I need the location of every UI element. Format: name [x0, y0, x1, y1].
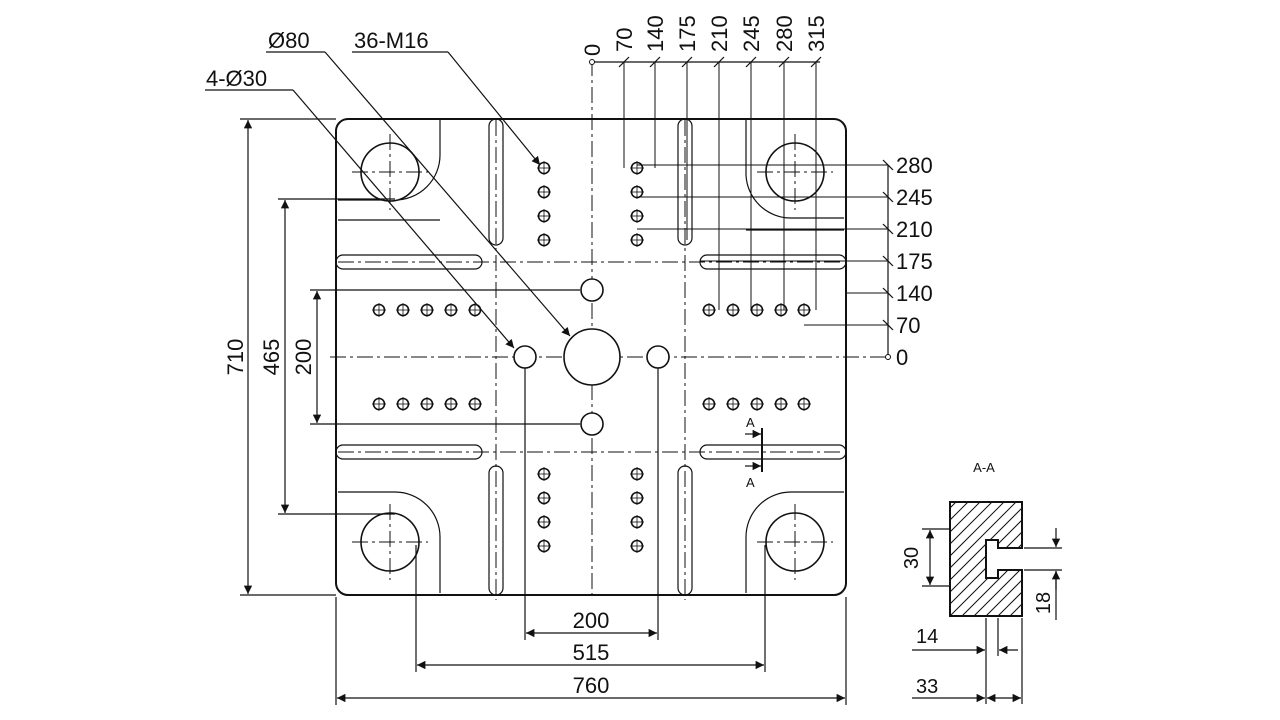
section-title: A-A — [973, 460, 995, 475]
threaded-hole — [396, 303, 410, 317]
threaded-hole — [537, 209, 551, 223]
section-dim-14: 14 — [916, 626, 938, 648]
right-coordinate-mark: 0 — [896, 345, 908, 370]
threaded-hole — [630, 491, 644, 505]
threaded-hole — [444, 303, 458, 317]
right-coordinate-mark: 245 — [637, 185, 933, 210]
threaded-hole — [468, 303, 482, 317]
right-coordinate-label: 175 — [896, 249, 933, 274]
right-coordinate-mark: 175 — [700, 249, 933, 274]
threaded-hole — [537, 491, 551, 505]
left-dimensions — [240, 118, 580, 596]
dim-710: 710 — [223, 339, 248, 376]
top-coordinate-mark: 140 — [643, 15, 668, 168]
threaded-hole — [750, 397, 764, 411]
labels: Ø80 36-M16 4-Ø30 710 465 200 200 515 760… — [206, 28, 1055, 698]
right-coordinate-label: 0 — [896, 345, 908, 370]
top-coordinate-label: 70 — [612, 28, 637, 52]
top-coordinate-mark: 245 — [739, 15, 764, 310]
threaded-hole — [702, 397, 716, 411]
dim-760: 760 — [573, 673, 610, 698]
top-coordinate-mark: 70 — [612, 28, 637, 168]
section-detail — [912, 501, 1062, 704]
dim-200-left: 200 — [291, 339, 316, 376]
threaded-hole — [774, 303, 788, 317]
right-coordinate-label: 70 — [896, 313, 920, 338]
threaded-hole — [537, 233, 551, 247]
threaded-hole — [630, 539, 644, 553]
dim-465: 465 — [259, 339, 284, 376]
threaded-hole — [396, 397, 410, 411]
threaded-hole — [468, 397, 482, 411]
section-dim-33: 33 — [916, 676, 938, 698]
threaded-hole — [726, 303, 740, 317]
threaded-holes — [372, 161, 811, 553]
threaded-hole — [797, 397, 811, 411]
dim-515: 515 — [573, 640, 610, 665]
section-marker-top: A — [746, 415, 755, 430]
thread-label: 36-M16 — [354, 28, 429, 53]
top-coordinate-label: 245 — [739, 15, 764, 52]
top-coordinate-mark: 175 — [675, 15, 700, 240]
threaded-hole — [630, 209, 644, 223]
threaded-hole — [726, 397, 740, 411]
section-marker-bottom: A — [746, 475, 755, 490]
threaded-hole — [444, 397, 458, 411]
threaded-hole — [630, 233, 644, 247]
threaded-hole — [420, 397, 434, 411]
bottom-dimensions — [335, 368, 847, 705]
threaded-hole — [537, 161, 551, 175]
central-holes — [513, 278, 670, 436]
top-coordinate-label: 210 — [707, 15, 732, 52]
threaded-hole — [630, 467, 644, 481]
section-dim-18: 18 — [1033, 592, 1055, 614]
threaded-hole — [797, 303, 811, 317]
threaded-hole — [630, 161, 644, 175]
threaded-hole — [537, 515, 551, 529]
top-coordinate-label: 140 — [643, 15, 668, 52]
tie-bar-label: 4-Ø30 — [206, 66, 267, 91]
top-coordinate-label: 0 — [580, 44, 605, 56]
right-coordinate-label: 140 — [896, 281, 933, 306]
threaded-hole — [702, 303, 716, 317]
top-coordinate-mark: 315 — [804, 15, 829, 310]
top-coordinate-mark: 210 — [707, 15, 732, 310]
threaded-hole — [630, 515, 644, 529]
threaded-hole — [372, 397, 386, 411]
section-dim-30: 30 — [901, 547, 923, 569]
threaded-hole — [537, 467, 551, 481]
threaded-hole — [537, 185, 551, 199]
section-cut-marker — [745, 428, 763, 472]
bore-label: Ø80 — [268, 28, 310, 53]
top-coordinate-mark: 0 — [580, 44, 605, 56]
threaded-hole — [372, 303, 386, 317]
right-coordinate-mark: 280 — [637, 153, 933, 178]
top-coordinate-label: 175 — [675, 15, 700, 52]
right-coordinate-mark: 70 — [804, 313, 920, 338]
leader-lines — [205, 51, 571, 349]
threaded-hole — [537, 539, 551, 553]
top-coordinate-label: 315 — [804, 15, 829, 52]
threaded-hole — [750, 303, 764, 317]
t-slots — [335, 118, 847, 596]
right-coordinate-label: 280 — [896, 153, 933, 178]
threaded-hole — [774, 397, 788, 411]
right-coordinate-label: 210 — [896, 217, 933, 242]
right-coordinate-mark: 210 — [637, 217, 933, 242]
right-coordinate-mark: 140 — [846, 281, 933, 306]
top-coordinate-label: 280 — [772, 15, 797, 52]
top-coordinate-mark: 280 — [772, 15, 797, 310]
dim-200-bottom: 200 — [573, 608, 610, 633]
right-coordinate-ladder: 280 245 210 175 140 70 0 — [637, 153, 933, 370]
threaded-hole — [420, 303, 434, 317]
right-coordinate-label: 245 — [896, 185, 933, 210]
